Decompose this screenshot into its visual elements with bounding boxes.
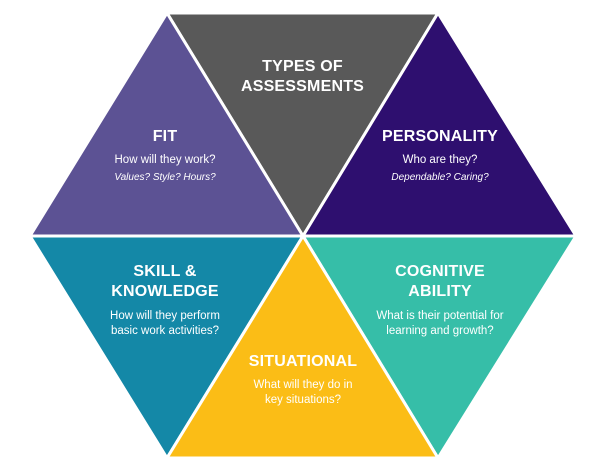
personality-examples: Dependable? Caring?	[391, 172, 489, 183]
center-title-line-2: ASSESSMENTS	[240, 78, 365, 95]
cognitive-title-line-1: COGNITIVE	[395, 263, 485, 280]
cognitive-title-line-2: ABILITY	[408, 283, 472, 300]
situational-question-line-1: What will they do in	[253, 379, 353, 391]
situational-title: SITUATIONAL	[248, 353, 358, 370]
fit-examples: Values? Style? Hours?	[114, 172, 216, 183]
fit-question: How will they work?	[114, 154, 216, 166]
fit-label-group: FIT How will they work? Values? Style? H…	[70, 127, 260, 184]
skill-knowledge-label-group: SKILL & KNOWLEDGE How will they perform …	[65, 262, 265, 339]
center-title: TYPES OF ASSESSMENTS	[200, 57, 405, 97]
fit-title: FIT	[152, 128, 178, 145]
situational-label-group: SITUATIONAL What will they do in key sit…	[203, 352, 403, 408]
skill-question-line-2: basic work activities?	[110, 325, 219, 337]
skill-question-line-1: How will they perform	[110, 310, 220, 322]
center-title-line-1: TYPES OF	[262, 58, 343, 75]
situational-question-line-2: key situations?	[264, 394, 342, 406]
personality-question: Who are they?	[402, 154, 478, 166]
situational-segment	[165, 234, 440, 460]
cognitive-question-line-1: What is their potential for	[376, 310, 504, 322]
personality-label-group: PERSONALITY Who are they? Dependable? Ca…	[345, 127, 535, 184]
cognitive-question-line-2: learning and growth?	[386, 325, 494, 337]
skill-title-line-1: SKILL &	[133, 263, 197, 280]
personality-title: PERSONALITY	[382, 128, 498, 145]
cognitive-ability-label-group: COGNITIVE ABILITY What is their potentia…	[340, 262, 540, 339]
skill-title-line-2: KNOWLEDGE	[111, 283, 219, 300]
